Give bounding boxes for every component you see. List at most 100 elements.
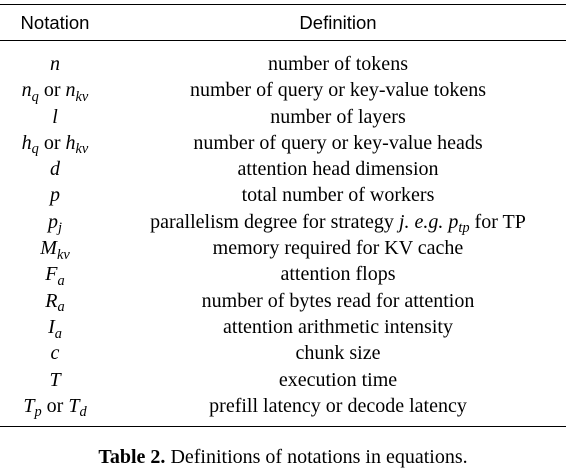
definition-text: total number of workers xyxy=(241,184,435,207)
notation-symbol: T xyxy=(23,394,35,417)
notation-subscript: kv xyxy=(56,246,70,263)
definition-cell: attention arithmetic intensity xyxy=(110,314,566,340)
definition-text: attention arithmetic intensity xyxy=(223,315,453,338)
table-bottom-rule xyxy=(0,426,566,428)
definition-cell: chunk size xyxy=(110,340,566,366)
definition-cell: number of layers xyxy=(110,104,566,130)
notation-subscript: q xyxy=(31,141,39,158)
notation-cell: Fa xyxy=(0,261,110,289)
table-row: Tp or Td prefill latency or decode latenc… xyxy=(0,393,566,421)
table-row: Ia attention arithmetic intensity xyxy=(0,314,566,342)
caption-text: Definitions of notations in equations. xyxy=(165,446,468,468)
notation-cell: nq or nkv xyxy=(0,77,110,105)
notation-symbol: n xyxy=(50,53,60,75)
definition-text: attention flops xyxy=(280,263,396,286)
header-definition: Definition xyxy=(299,12,377,33)
definition-text: attention head dimension xyxy=(237,158,439,181)
definition-cell: attention head dimension xyxy=(110,156,566,182)
definition-text: number of layers xyxy=(270,105,406,128)
notation-cell: Mkv xyxy=(0,235,110,263)
table-row: Fa attention flops xyxy=(0,261,566,289)
definition-text: for TP xyxy=(469,210,526,233)
notation-cell: c xyxy=(0,340,110,366)
notation-symbol: p xyxy=(50,184,60,207)
definition-cell: number of tokens xyxy=(110,51,566,77)
notation-subscript: q xyxy=(31,88,39,105)
definition-text: number of bytes read for attention xyxy=(201,289,475,312)
caption-label: Table 2. xyxy=(98,446,166,468)
definition-text: number of tokens xyxy=(268,53,408,75)
table-top-rule xyxy=(0,4,566,6)
header-notation: Notation xyxy=(20,12,90,33)
notation-connector: or xyxy=(38,131,66,154)
notation-symbol: p xyxy=(48,210,58,233)
definition-cell: attention flops xyxy=(110,261,566,287)
notation-symbol: n xyxy=(65,79,76,102)
table-row: Mkv memory required for KV cache xyxy=(0,235,566,263)
notation-symbol: h xyxy=(21,131,32,154)
table-row: Ra number of bytes read for attention xyxy=(0,288,566,316)
definition-cell: number of query or key-value heads xyxy=(110,130,566,156)
definition-italic-text: j. e.g. xyxy=(398,210,449,233)
notation-subscript: kv xyxy=(75,88,89,105)
notation-subscript: a xyxy=(54,325,62,342)
notation-cell: hq or hkv xyxy=(0,130,110,158)
definition-text: execution time xyxy=(278,368,398,391)
notation-subscript: kv xyxy=(75,141,89,158)
notation-cell: Ia xyxy=(0,314,110,342)
notation-subscript: a xyxy=(57,299,65,316)
notation-symbol: n xyxy=(21,79,32,102)
definition-cell: parallelism degree for strategy j. e.g. … xyxy=(110,209,566,237)
notation-symbol: T xyxy=(68,394,80,417)
notation-symbol: d xyxy=(50,158,60,181)
definition-cell: prefill latency or decode latency xyxy=(110,393,566,419)
definition-text: memory required for KV cache xyxy=(212,237,464,260)
notation-subscript: d xyxy=(79,404,87,421)
notation-subscript: j xyxy=(58,220,62,237)
table-caption: Table 2. Definitions of notations in equ… xyxy=(0,446,566,469)
definition-subscript: tp xyxy=(458,220,470,237)
table-row: n number of tokens xyxy=(0,51,566,77)
notation-symbol: l xyxy=(52,105,58,128)
table-header-rule xyxy=(0,40,566,41)
notation-symbol: c xyxy=(50,342,60,365)
table-row: c chunk size xyxy=(0,340,566,366)
notation-subscript: a xyxy=(57,272,65,289)
notation-cell: n xyxy=(0,51,110,77)
notation-cell: Tp or Td xyxy=(0,393,110,421)
definition-cell: memory required for KV cache xyxy=(110,235,566,261)
definition-text: number of query or key-value heads xyxy=(193,131,483,154)
notation-cell: T xyxy=(0,367,110,393)
notation-cell: p xyxy=(0,182,110,208)
notation-symbol: T xyxy=(49,368,61,391)
notation-connector: or xyxy=(41,394,69,417)
definition-symbol: p xyxy=(448,210,459,233)
notation-symbol: h xyxy=(65,131,76,154)
notation-connector: or xyxy=(38,79,66,102)
definition-cell: total number of workers xyxy=(110,182,566,208)
definition-cell: execution time xyxy=(110,367,566,393)
notation-cell: l xyxy=(0,104,110,130)
notation-subscript: p xyxy=(34,404,42,421)
definition-text: number of query or key-value tokens xyxy=(189,79,486,102)
definition-text: chunk size xyxy=(295,342,381,365)
notation-symbol: M xyxy=(40,237,57,260)
definition-cell: number of query or key-value tokens xyxy=(110,77,566,103)
notation-cell: Ra xyxy=(0,288,110,316)
definition-text: parallelism degree for strategy xyxy=(150,210,399,233)
definition-cell: number of bytes read for attention xyxy=(110,288,566,314)
definition-text: prefill latency or decode latency xyxy=(209,394,467,417)
notation-symbol: I xyxy=(48,315,55,338)
table-row: d attention head dimension xyxy=(0,156,566,182)
notation-symbol: R xyxy=(45,289,58,312)
notation-cell: d xyxy=(0,156,110,182)
table-row: p total number of workers xyxy=(0,182,566,208)
notation-symbol: F xyxy=(45,263,58,286)
notation-cell: pj xyxy=(0,209,110,237)
table-row: l number of layers xyxy=(0,104,566,130)
